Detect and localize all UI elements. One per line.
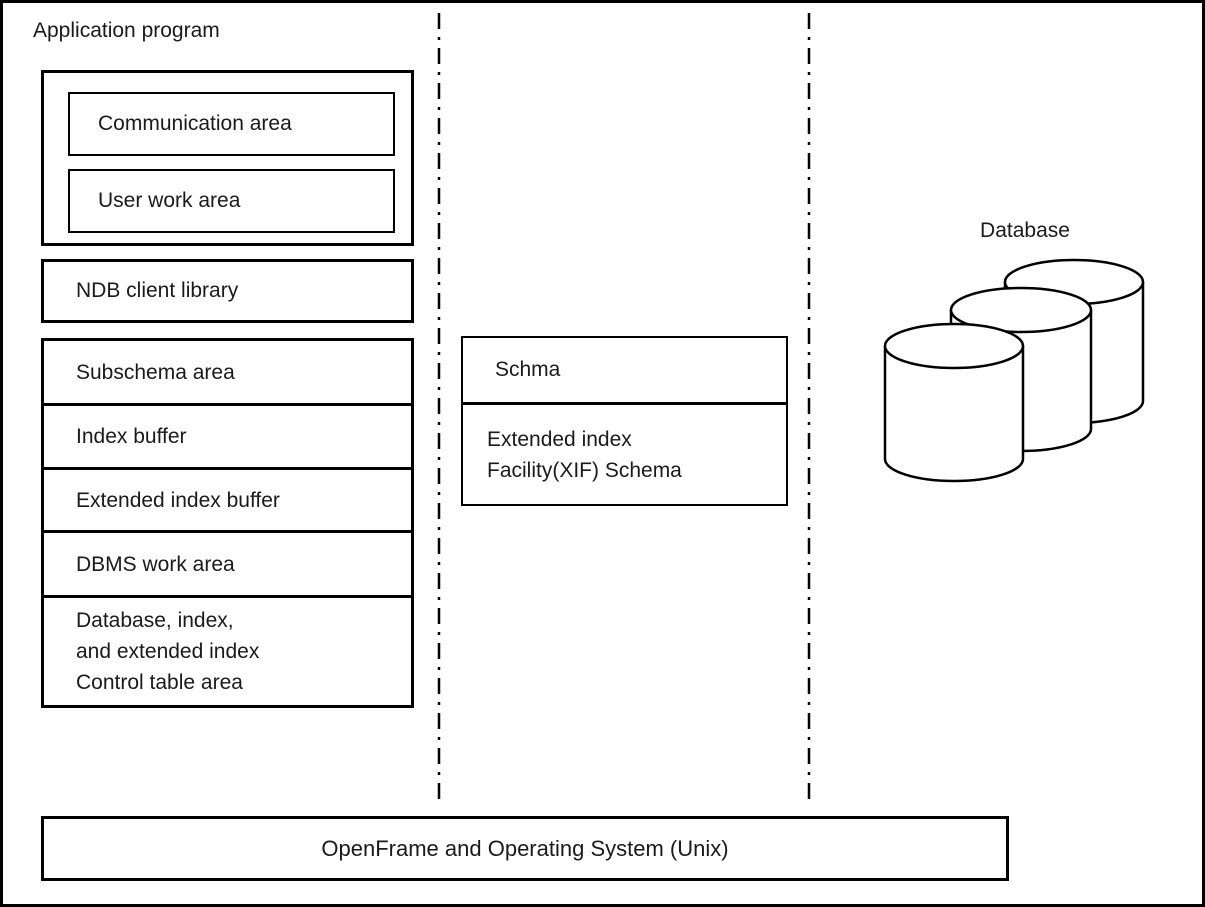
communication-area-box: Communication area	[68, 92, 395, 156]
ndb-client-library-box: NDB client library	[41, 259, 414, 323]
ndb-client-library-label: NDB client library	[76, 279, 239, 302]
application-areas-box: Communication area User work area	[41, 70, 414, 246]
schema-header-label: Schma	[495, 358, 561, 381]
xif-schema-label: Extended index Facility(XIF) Schema	[487, 427, 682, 482]
platform-box: OpenFrame and Operating System (Unix)	[41, 816, 1009, 881]
index-buffer-row: Index buffer	[44, 403, 411, 467]
subschema-area-label: Subschema area	[76, 360, 235, 384]
application-program-title: Application program	[33, 19, 220, 42]
schema-box: Schma Extended index Facility(XIF) Schem…	[461, 336, 788, 506]
dbms-work-area-label: DBMS work area	[76, 552, 235, 576]
schema-header-row: Schma	[463, 338, 786, 402]
control-table-area-row: Database, index, and extended index Cont…	[44, 595, 411, 705]
control-table-area-label: Database, index, and extended index Cont…	[76, 609, 260, 694]
subschema-area-row: Subschema area	[44, 341, 411, 403]
platform-label: OpenFrame and Operating System (Unix)	[321, 835, 729, 861]
xif-schema-row: Extended index Facility(XIF) Schema	[463, 402, 786, 504]
index-buffer-label: Index buffer	[76, 425, 187, 448]
communication-area-label: Communication area	[98, 112, 292, 135]
database-cylinders-icon	[883, 258, 1145, 483]
user-work-area-label: User work area	[98, 189, 241, 212]
dbms-work-area-row: DBMS work area	[44, 530, 411, 595]
memory-areas-box: Subschema area Index buffer Extended ind…	[41, 338, 414, 708]
extended-index-buffer-label: Extended index buffer	[76, 488, 280, 512]
database-label: Database	[980, 219, 1070, 242]
user-work-area-box: User work area	[68, 169, 395, 233]
extended-index-buffer-row: Extended index buffer	[44, 467, 411, 530]
database-cylinder-front	[883, 322, 1025, 483]
